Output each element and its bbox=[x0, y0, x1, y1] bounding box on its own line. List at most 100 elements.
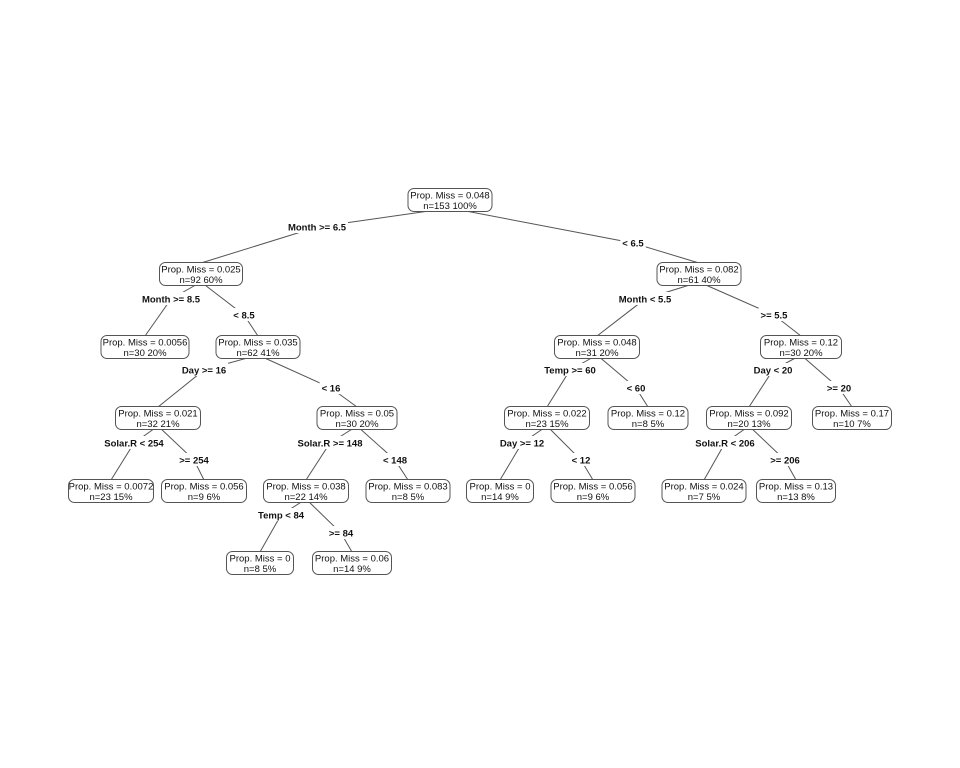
node-proportion: Prop. Miss = 0.17 bbox=[815, 409, 889, 420]
node-proportion: Prop. Miss = 0.05 bbox=[320, 409, 394, 420]
node-count: n=92 60% bbox=[179, 275, 223, 286]
split-condition: < 12 bbox=[572, 456, 591, 467]
split-label: Temp >= 60 bbox=[542, 363, 598, 377]
node-proportion: Prop. Miss = 0.024 bbox=[664, 482, 743, 493]
split-label: >= 206 bbox=[768, 453, 802, 467]
tree-edge bbox=[596, 281, 700, 337]
node-box bbox=[263, 479, 349, 503]
node-box bbox=[554, 335, 640, 359]
node-box bbox=[607, 406, 689, 430]
label-background bbox=[569, 453, 593, 466]
split-condition: Temp < 84 bbox=[258, 511, 305, 522]
node-box bbox=[760, 335, 842, 359]
node-count: n=153 100% bbox=[423, 201, 477, 212]
split-condition: Solar.R < 206 bbox=[695, 439, 754, 450]
node-proportion: Prop. Miss = 0.06 bbox=[315, 554, 389, 565]
split-condition: Day >= 12 bbox=[500, 439, 544, 450]
node-count: n=30 20% bbox=[335, 419, 379, 430]
split-label: < 148 bbox=[380, 453, 410, 467]
split-label: >= 254 bbox=[177, 453, 211, 467]
split-label: Solar.R >= 148 bbox=[295, 436, 365, 450]
node-box bbox=[466, 479, 534, 503]
split-label: Temp < 84 bbox=[255, 508, 307, 522]
split-condition: >= 206 bbox=[770, 456, 800, 467]
node-proportion: Prop. Miss = 0.083 bbox=[368, 482, 447, 493]
tree-edge bbox=[449, 207, 700, 264]
split-condition: < 60 bbox=[627, 384, 646, 395]
node-box bbox=[161, 479, 247, 503]
tree-edge bbox=[748, 354, 802, 408]
node-proportion: Prop. Miss = 0.12 bbox=[611, 409, 685, 420]
node-count: n=23 15% bbox=[525, 419, 569, 430]
node-box bbox=[706, 406, 792, 430]
split-label: >= 20 bbox=[824, 381, 854, 395]
node-count: n=32 21% bbox=[136, 419, 180, 430]
node-box bbox=[159, 262, 243, 286]
split-label: >= 84 bbox=[326, 526, 356, 540]
node-box bbox=[812, 406, 892, 430]
node-count: n=61 40% bbox=[677, 275, 721, 286]
split-label: Day >= 16 bbox=[179, 363, 229, 377]
node-proportion: Prop. Miss = 0.021 bbox=[118, 409, 197, 420]
label-background bbox=[620, 236, 646, 249]
node-proportion: Prop. Miss = 0 bbox=[470, 482, 531, 493]
label-background bbox=[616, 292, 674, 305]
label-background bbox=[285, 220, 349, 233]
split-label: Solar.R < 254 bbox=[102, 436, 166, 450]
label-background bbox=[824, 381, 854, 394]
tree-node-n2bab: Prop. Miss = 0.13n=13 8% bbox=[756, 479, 836, 503]
tree-node-n2b: Prop. Miss = 0.12n=30 20% bbox=[760, 335, 842, 359]
node-proportion: Prop. Miss = 0.092 bbox=[709, 409, 788, 420]
split-label: Day >= 12 bbox=[497, 436, 547, 450]
split-label: < 6.5 bbox=[620, 236, 646, 250]
node-box bbox=[661, 479, 747, 503]
split-label: < 8.5 bbox=[231, 308, 257, 322]
tree-edge bbox=[499, 425, 548, 481]
tree-edge bbox=[259, 498, 307, 553]
label-background bbox=[326, 526, 356, 539]
node-count: n=13 8% bbox=[777, 492, 815, 503]
node-count: n=31 20% bbox=[575, 348, 619, 359]
split-label: Month >= 6.5 bbox=[285, 220, 349, 234]
label-background bbox=[295, 436, 365, 449]
split-condition: Solar.R < 254 bbox=[104, 439, 164, 450]
node-count: n=8 5% bbox=[244, 564, 277, 575]
split-condition: >= 5.5 bbox=[761, 311, 789, 322]
node-box bbox=[100, 335, 190, 359]
node-box bbox=[504, 406, 590, 430]
split-label: Month >= 8.5 bbox=[139, 292, 203, 306]
label-background bbox=[751, 363, 795, 376]
node-count: n=20 13% bbox=[727, 419, 771, 430]
split-label: < 12 bbox=[569, 453, 593, 467]
split-condition: Month < 5.5 bbox=[619, 295, 672, 306]
tree-node-n2bb: Prop. Miss = 0.17n=10 7% bbox=[812, 406, 892, 430]
split-condition: < 8.5 bbox=[233, 311, 255, 322]
label-background bbox=[758, 308, 790, 321]
node-count: n=8 5% bbox=[632, 419, 665, 430]
node-count: n=30 20% bbox=[779, 348, 823, 359]
label-background bbox=[319, 381, 343, 394]
node-count: n=14 9% bbox=[481, 492, 519, 503]
label-background bbox=[231, 308, 257, 321]
tree-edge bbox=[157, 354, 259, 408]
node-proportion: Prop. Miss = 0.056 bbox=[164, 482, 243, 493]
split-label: Day < 20 bbox=[751, 363, 795, 377]
node-count: n=8 5% bbox=[392, 492, 425, 503]
split-condition: Day >= 16 bbox=[182, 366, 226, 377]
node-box bbox=[312, 551, 392, 575]
node-proportion: Prop. Miss = 0.13 bbox=[759, 482, 833, 493]
node-proportion: Prop. Miss = 0.0056 bbox=[103, 338, 188, 349]
tree-edge bbox=[305, 498, 353, 553]
tree-node-n2ab: Prop. Miss = 0.12n=8 5% bbox=[607, 406, 689, 430]
node-proportion: Prop. Miss = 0.038 bbox=[266, 482, 345, 493]
